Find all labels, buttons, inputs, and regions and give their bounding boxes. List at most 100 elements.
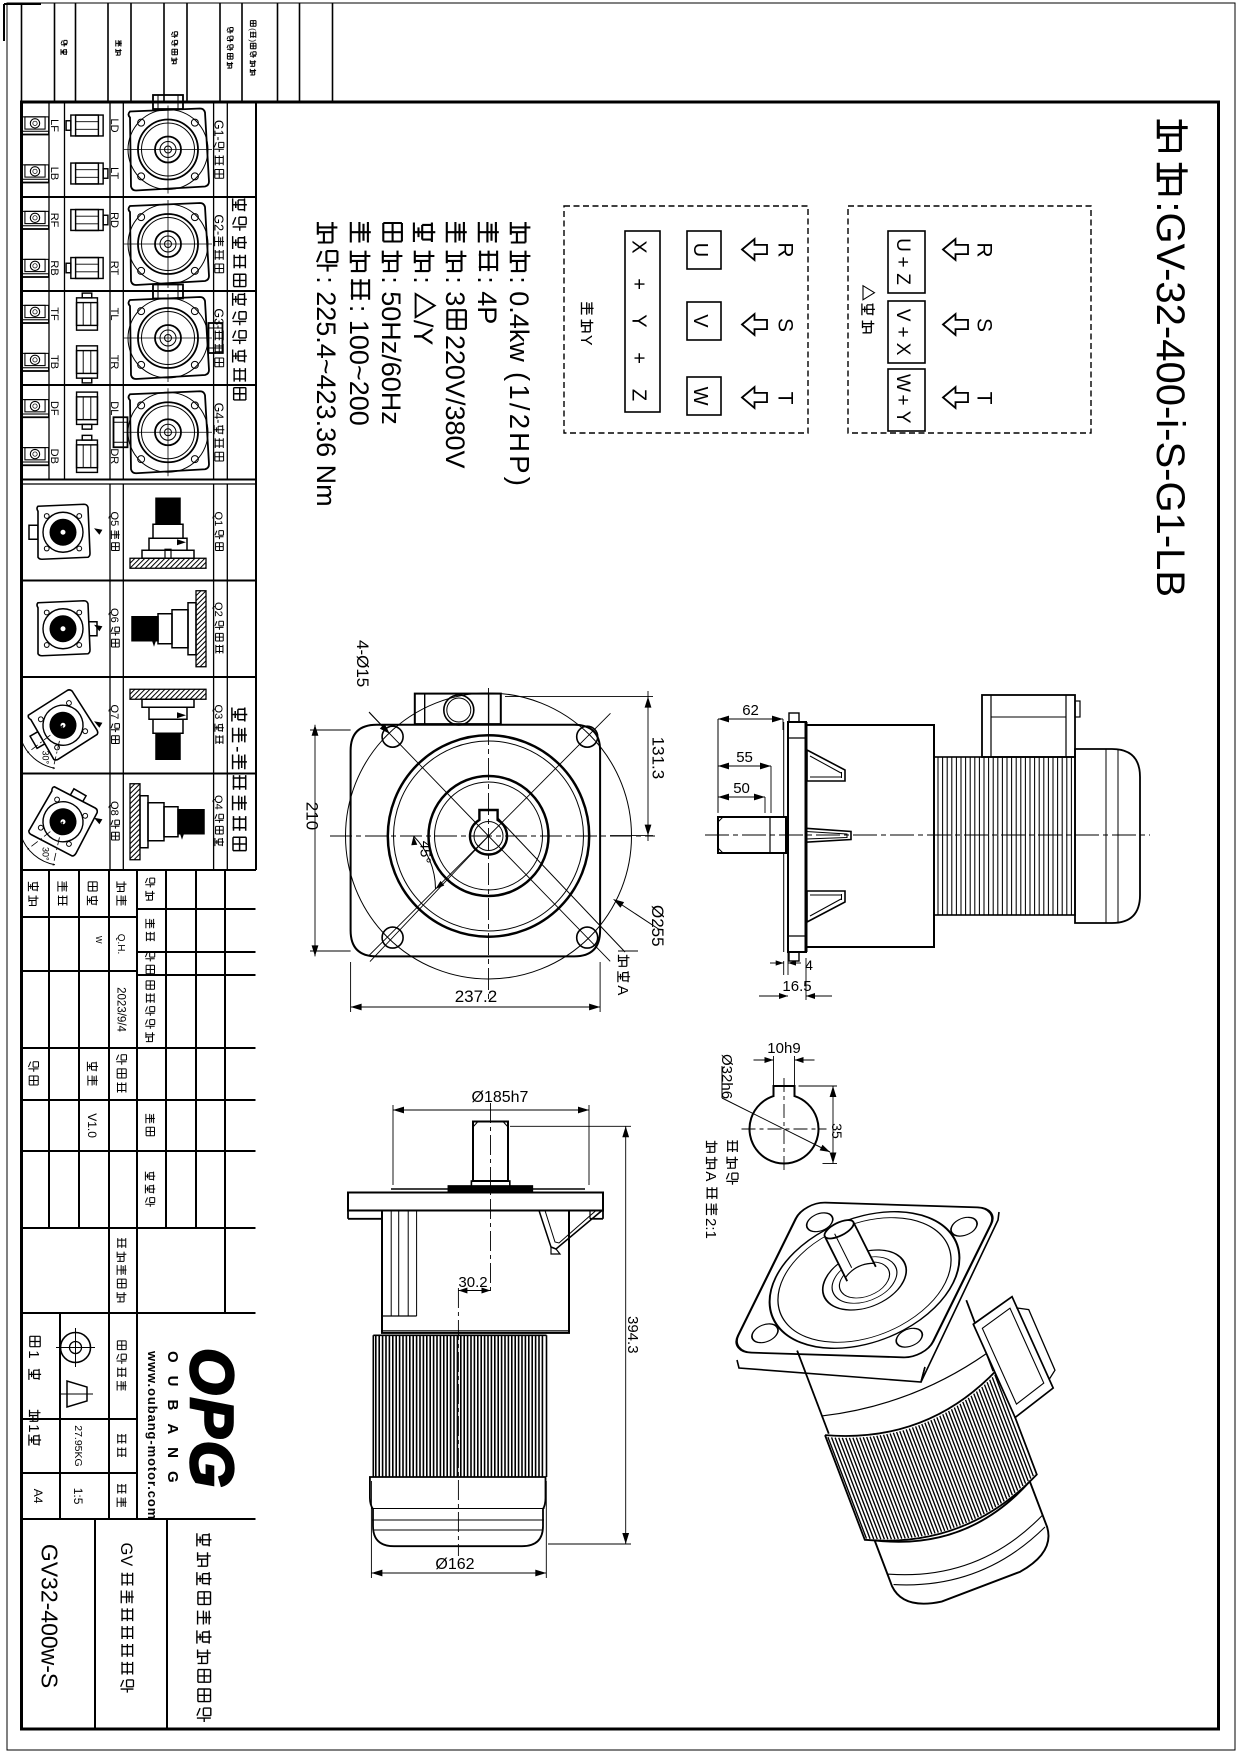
svg-text:LB: LB <box>48 167 60 180</box>
svg-text:1: 1 <box>25 1424 42 1432</box>
svg-text:Y: Y <box>577 335 594 346</box>
svg-text:: 50Hz/60Hz: : 50Hz/60Hz <box>376 276 406 425</box>
svg-text::GV-32-400-i-S-G1-LB: :GV-32-400-i-S-G1-LB <box>1148 201 1192 597</box>
svg-text:Y: Y <box>892 411 913 424</box>
svg-text:: 4P: : 4P <box>472 276 502 324</box>
svg-text:: 3: : 3 <box>440 276 470 306</box>
svg-text:(: ( <box>248 28 257 31</box>
svg-text:DR: DR <box>108 448 120 464</box>
svg-text:Z: Z <box>892 273 913 285</box>
svg-text:T: T <box>973 392 996 405</box>
svg-text:1: 1 <box>25 1350 42 1358</box>
svg-text:220V/380V: 220V/380V <box>440 335 470 469</box>
svg-text:www.oubang-motor.com: www.oubang-motor.com <box>145 1350 160 1520</box>
svg-text:Ø255: Ø255 <box>648 905 667 947</box>
svg-text:OUBANG: OUBANG <box>164 1351 181 1496</box>
svg-text:G4-: G4- <box>211 403 225 424</box>
svg-text:LT: LT <box>108 167 120 179</box>
svg-text:Q1: Q1 <box>212 512 224 527</box>
svg-text:2:1: 2:1 <box>702 1218 719 1239</box>
svg-text:4-Ø15: 4-Ø15 <box>353 640 372 687</box>
svg-text:G2-: G2- <box>211 214 225 235</box>
svg-text:G3-: G3- <box>211 308 225 329</box>
svg-text:+: + <box>892 257 913 268</box>
svg-text::: : <box>408 276 438 284</box>
svg-text:LD: LD <box>108 119 120 133</box>
svg-text:A: A <box>702 1171 719 1181</box>
svg-text:S: S <box>774 318 797 332</box>
svg-text:131.3: 131.3 <box>649 737 668 780</box>
svg-text:394.3: 394.3 <box>624 1316 641 1354</box>
svg-text:Q3: Q3 <box>212 705 224 720</box>
svg-text:Q7: Q7 <box>108 705 120 720</box>
svg-text:Q.H.: Q.H. <box>115 934 126 955</box>
svg-text:30°: 30° <box>40 847 50 861</box>
svg-text:W: W <box>94 936 103 944</box>
svg-text:: 225.4~423.36 Nm: : 225.4~423.36 Nm <box>311 276 341 506</box>
svg-text:W: W <box>689 387 711 406</box>
svg-text:RB: RB <box>48 260 60 275</box>
svg-text:GV: GV <box>117 1542 135 1566</box>
svg-text:RT: RT <box>108 261 120 276</box>
svg-text:237.2: 237.2 <box>455 987 498 1006</box>
svg-text:2023/9/4: 2023/9/4 <box>114 987 126 1032</box>
svg-text:1:5: 1:5 <box>71 1488 85 1505</box>
svg-text:R: R <box>774 242 797 257</box>
svg-text:T: T <box>774 392 797 405</box>
svg-text:V1.0: V1.0 <box>85 1113 99 1138</box>
svg-text:: 100~200: : 100~200 <box>344 305 374 426</box>
svg-text:Q8: Q8 <box>108 801 120 816</box>
svg-text:/Y: /Y <box>408 320 438 346</box>
svg-text:G1-: G1- <box>211 120 225 141</box>
svg-text:RF: RF <box>48 213 60 228</box>
svg-text:OPG: OPG <box>178 1348 245 1490</box>
svg-text:): ) <box>248 39 257 42</box>
svg-text:U: U <box>689 243 711 257</box>
svg-text:(1/2HP): (1/2HP) <box>504 372 535 489</box>
svg-text:Ø162: Ø162 <box>435 1556 474 1573</box>
svg-text:X: X <box>628 240 650 253</box>
svg-text:U: U <box>892 238 913 252</box>
svg-text:+: + <box>892 327 913 338</box>
svg-text:V: V <box>689 314 711 328</box>
svg-text:210: 210 <box>303 802 322 830</box>
svg-text:35: 35 <box>829 1123 845 1139</box>
svg-text:30°: 30° <box>41 750 51 764</box>
svg-text:: 0.4kw: : 0.4kw <box>504 276 534 362</box>
svg-text:+: + <box>892 395 913 406</box>
svg-text:4: 4 <box>805 957 813 973</box>
svg-text:Q4: Q4 <box>212 795 224 810</box>
svg-text:R: R <box>973 242 996 257</box>
svg-text:Q2: Q2 <box>212 602 224 617</box>
svg-text:Z: Z <box>628 389 650 401</box>
svg-text:S: S <box>973 318 996 332</box>
svg-text:DB: DB <box>48 449 60 464</box>
svg-text:W: W <box>892 374 913 392</box>
svg-text:Q5: Q5 <box>108 512 120 527</box>
svg-text:TL: TL <box>108 308 120 321</box>
svg-text:A4: A4 <box>31 1489 45 1504</box>
svg-text:V: V <box>892 309 913 322</box>
svg-text:+: + <box>628 278 650 290</box>
svg-text:DL: DL <box>108 401 120 415</box>
svg-text:TB: TB <box>48 355 60 369</box>
svg-text:Y: Y <box>628 314 650 327</box>
svg-text:X: X <box>892 343 913 356</box>
svg-text:TR: TR <box>108 355 120 370</box>
svg-text:Ø32h6: Ø32h6 <box>718 1054 735 1099</box>
svg-text:+: + <box>628 352 650 364</box>
svg-text:10h9: 10h9 <box>767 1040 800 1057</box>
svg-text:-: - <box>227 746 248 752</box>
svg-text:16.5: 16.5 <box>782 978 811 995</box>
svg-text:62: 62 <box>742 702 759 719</box>
svg-text:TF: TF <box>48 307 60 321</box>
svg-text:Q6: Q6 <box>108 608 120 623</box>
svg-text:RD: RD <box>108 212 120 228</box>
svg-text:LF: LF <box>48 119 60 132</box>
svg-text:A: A <box>614 985 631 995</box>
svg-text:27.95KG: 27.95KG <box>72 1425 84 1466</box>
svg-text:GV32-400w-S: GV32-400w-S <box>37 1544 63 1688</box>
svg-text:Ø185h7: Ø185h7 <box>472 1089 529 1106</box>
svg-text:30.2: 30.2 <box>458 1274 487 1291</box>
svg-text:55: 55 <box>736 749 753 766</box>
